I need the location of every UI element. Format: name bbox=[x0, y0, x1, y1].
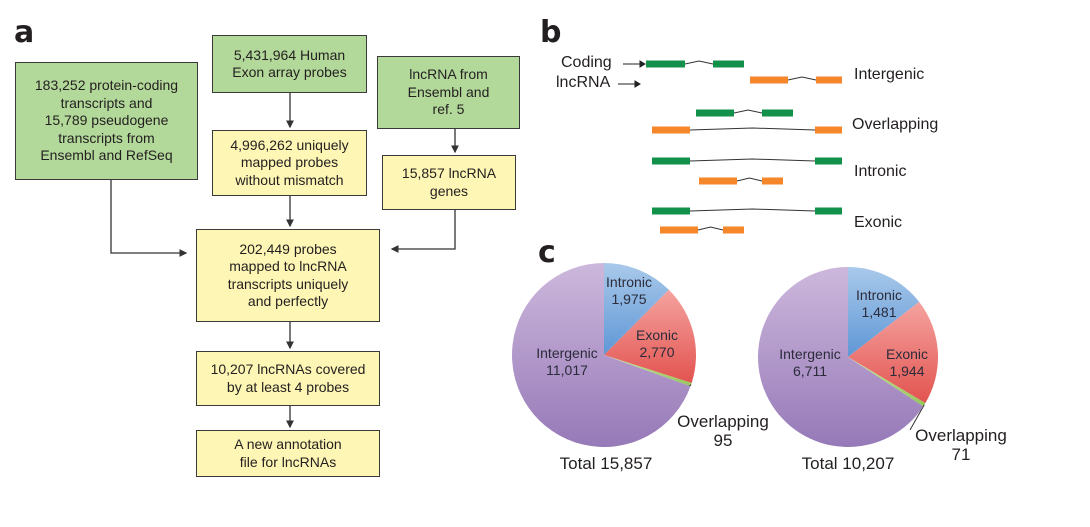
coding-exon bbox=[646, 60, 685, 68]
box-text: 15,857 lncRNA genes bbox=[401, 165, 497, 199]
category-intergenic: Intergenic bbox=[854, 66, 925, 83]
box-text: 202,449 probes mapped to lncRNA transcri… bbox=[227, 240, 349, 310]
pie-slice-exonic bbox=[604, 289, 696, 384]
pie1-total-label: Total 15,857 bbox=[559, 454, 653, 473]
coding-exon bbox=[762, 109, 793, 117]
coding-intron-line bbox=[689, 158, 816, 162]
box-new-annotation: A new annotation file for lncRNAs bbox=[196, 430, 380, 477]
box-lncrna-genes: 15,857 lncRNA genes bbox=[382, 155, 516, 210]
arrow-genes-to-mapped bbox=[390, 210, 456, 253]
box-mapped-probes: 202,449 probes mapped to lncRNA transcri… bbox=[196, 229, 380, 322]
lncrna-exon bbox=[652, 126, 690, 134]
lncrna-intron-line bbox=[787, 76, 817, 81]
box-text: 10,207 lncRNAs covered by at least 4 pro… bbox=[210, 361, 366, 395]
pie-slice-intergenic bbox=[758, 267, 924, 447]
lncrna-exon bbox=[815, 126, 842, 134]
pie-chart-covered-lncrnas bbox=[758, 267, 938, 447]
coding-intron-line bbox=[689, 208, 816, 212]
pie-slice-overlapping bbox=[848, 357, 926, 407]
panel-a-label: a bbox=[14, 15, 35, 50]
overlapping-leader-line bbox=[909, 404, 925, 431]
pie-slice-exonic bbox=[848, 301, 938, 404]
box-lncrna-source: lncRNA from Ensembl and ref. 5 bbox=[377, 56, 520, 129]
box-protein-coding-transcripts: 183,252 protein-coding transcripts and 1… bbox=[15, 62, 198, 180]
category-intronic: Intronic bbox=[854, 163, 907, 180]
coding-exon bbox=[652, 157, 690, 165]
lncrna-exon bbox=[750, 76, 788, 84]
coding-exon bbox=[713, 60, 744, 68]
lncrna-intron-line bbox=[689, 127, 816, 131]
lncrna-exon bbox=[660, 226, 698, 234]
coding-exon bbox=[652, 207, 690, 215]
box-text: lncRNA from Ensembl and ref. 5 bbox=[407, 66, 490, 118]
pie-slice-overlapping bbox=[604, 355, 692, 387]
box-text: 4,996,262 uniquely mapped probes without… bbox=[230, 136, 349, 188]
pie-slice-intronic bbox=[604, 263, 669, 355]
lncrna-exon bbox=[816, 76, 842, 84]
coding-exon bbox=[815, 157, 842, 165]
pie2-total-label: Total 10,207 bbox=[801, 454, 895, 473]
coding-intron-line bbox=[684, 60, 714, 65]
panel-b-label: b bbox=[540, 15, 562, 50]
box-lncrnas-covered: 10,207 lncRNAs covered by at least 4 pro… bbox=[196, 351, 380, 406]
box-exon-array-probes: 5,431,964 Human Exon array probes bbox=[212, 35, 367, 93]
box-text: 183,252 protein-coding transcripts and 1… bbox=[34, 77, 179, 164]
pie-slice-intergenic bbox=[512, 263, 691, 447]
pie-chart-all-lncrnas bbox=[512, 263, 696, 447]
legend-coding-label: Coding bbox=[561, 54, 612, 71]
box-unique-probes: 4,996,262 uniquely mapped probes without… bbox=[212, 130, 367, 196]
coding-intron-line bbox=[733, 109, 763, 114]
box-text: 5,431,964 Human Exon array probes bbox=[232, 46, 347, 81]
arrow-coding-to-mapped bbox=[110, 180, 188, 257]
box-text: A new annotation file for lncRNAs bbox=[234, 436, 342, 470]
lncrna-intron-line bbox=[697, 226, 724, 231]
pie-slice-intronic bbox=[848, 267, 920, 357]
legend-lncrna-label: lncRNA bbox=[556, 74, 611, 91]
lncrna-intron-line bbox=[736, 177, 763, 182]
coding-exon bbox=[815, 207, 842, 215]
coding-exon bbox=[696, 109, 734, 117]
panel-c-label: c bbox=[538, 235, 556, 270]
lncrna-exon bbox=[699, 177, 737, 185]
category-overlapping: Overlapping bbox=[852, 116, 939, 133]
lncrna-exon bbox=[723, 226, 744, 234]
lncrna-exon bbox=[762, 177, 783, 185]
category-exonic: Exonic bbox=[854, 214, 903, 231]
